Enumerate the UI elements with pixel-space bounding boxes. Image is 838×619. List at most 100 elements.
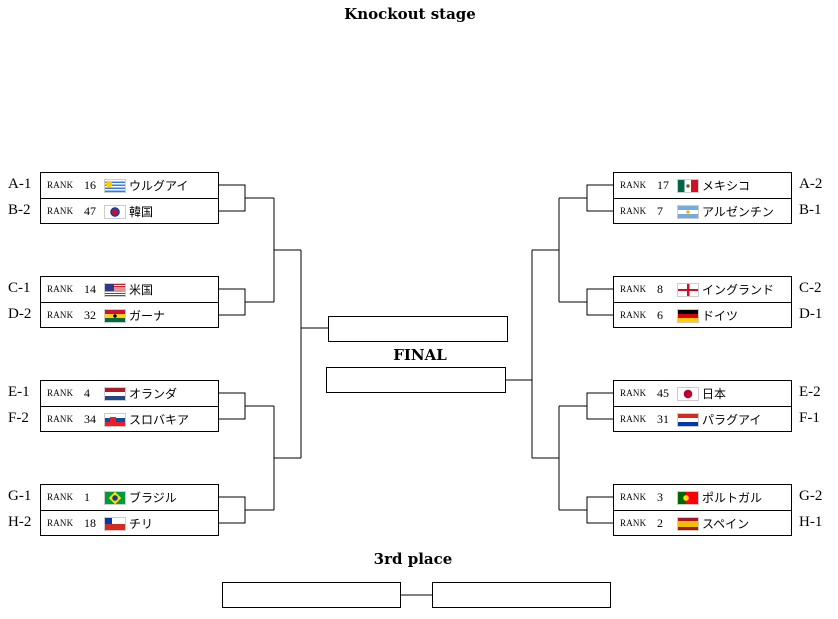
right-match-3: RANK 45 日本 RANK 31 パラグアイ [613,380,792,432]
rank-label: RANK [620,284,647,294]
flag-icon [104,517,126,531]
rank-value: 17 [657,178,669,192]
flag-icon [104,205,126,219]
flag-icon [677,309,699,323]
team-row: RANK 4 オランダ [41,381,218,406]
team-row: RANK 32 ガーナ [41,302,218,327]
group-position-label: H-2 [8,514,32,530]
team-row: RANK 14 米国 [41,277,218,302]
rank-label: RANK [620,180,647,190]
flag-icon [104,179,126,193]
group-position-label: F-1 [799,410,820,426]
team-row: RANK 47 韓国 [41,198,218,223]
team-name: ポルトガル [702,491,763,505]
rank-label: RANK [47,518,74,528]
rank-label: RANK [620,206,647,216]
team-name: スペイン [702,517,750,531]
right-match-4: RANK 3 ポルトガル RANK 2 スペイン [613,484,792,536]
rank-value: 18 [84,516,96,530]
final-slot-left [328,316,508,342]
rank-value: 2 [657,516,663,530]
group-position-label: C-2 [799,280,822,296]
team-name: オランダ [129,387,178,401]
rank-label: RANK [620,492,647,502]
left-match-1: RANK 16 ウルグアイ RANK 47 韓国 [40,172,219,224]
team-name: チリ [129,517,154,531]
rank-value: 45 [657,386,669,400]
team-row: RANK 45 日本 [614,381,791,406]
flag-icon [104,413,126,427]
rank-label: RANK [620,414,647,424]
team-name: ドイツ [702,309,739,323]
rank-label: RANK [620,388,647,398]
left-match-2: RANK 14 米国 RANK 32 ガーナ [40,276,219,328]
flag-icon [677,491,699,505]
rank-label: RANK [47,180,74,190]
team-name: 韓国 [129,205,154,219]
group-position-label: E-2 [799,384,821,400]
left-connectors [219,184,328,524]
group-position-label: H-1 [799,514,823,530]
flag-icon [677,283,699,297]
team-name: メキシコ [702,179,751,193]
group-position-label: G-2 [799,488,823,504]
team-row: RANK 2 スペイン [614,510,791,535]
third-place-slot-left [222,582,401,608]
flag-icon [104,387,126,401]
team-name: 日本 [702,387,727,401]
team-row: RANK 17 メキシコ [614,173,791,198]
group-position-label: D-2 [8,306,32,322]
rank-label: RANK [620,518,647,528]
flag-icon [677,387,699,401]
rank-value: 16 [84,178,96,192]
rank-value: 47 [84,204,96,218]
third-place-label: 3rd place [373,550,453,568]
team-name: スロバキア [129,413,190,427]
final-label: FINAL [393,346,447,364]
rank-value: 4 [84,386,90,400]
flag-icon [104,491,126,505]
team-name: ガーナ [129,309,166,323]
rank-label: RANK [47,388,74,398]
rank-value: 31 [657,412,669,426]
rank-label: RANK [47,284,74,294]
rank-value: 6 [657,308,663,322]
team-row: RANK 16 ウルグアイ [41,173,218,198]
rank-label: RANK [47,310,74,320]
flag-icon [677,517,699,531]
rank-value: 8 [657,282,663,296]
rank-label: RANK [47,206,74,216]
flag-icon [677,179,699,193]
group-position-label: A-1 [8,176,32,192]
team-name: イングランド [702,283,775,297]
rank-label: RANK [47,492,74,502]
rank-value: 32 [84,308,96,322]
rank-value: 34 [84,412,96,426]
group-position-label: F-2 [8,410,29,426]
rank-value: 14 [84,282,96,296]
team-name: パラグアイ [702,413,762,427]
flag-icon [104,309,126,323]
rank-value: 1 [84,490,90,504]
flag-icon [677,205,699,219]
flag-icon [677,413,699,427]
right-connectors [506,184,613,524]
team-row: RANK 8 イングランド [614,277,791,302]
team-row: RANK 31 パラグアイ [614,406,791,431]
rank-value: 7 [657,204,663,218]
rank-value: 3 [657,490,663,504]
group-position-label: B-1 [799,202,822,218]
team-name: ウルグアイ [129,179,189,193]
team-name: 米国 [129,283,154,297]
group-position-label: G-1 [8,488,32,504]
